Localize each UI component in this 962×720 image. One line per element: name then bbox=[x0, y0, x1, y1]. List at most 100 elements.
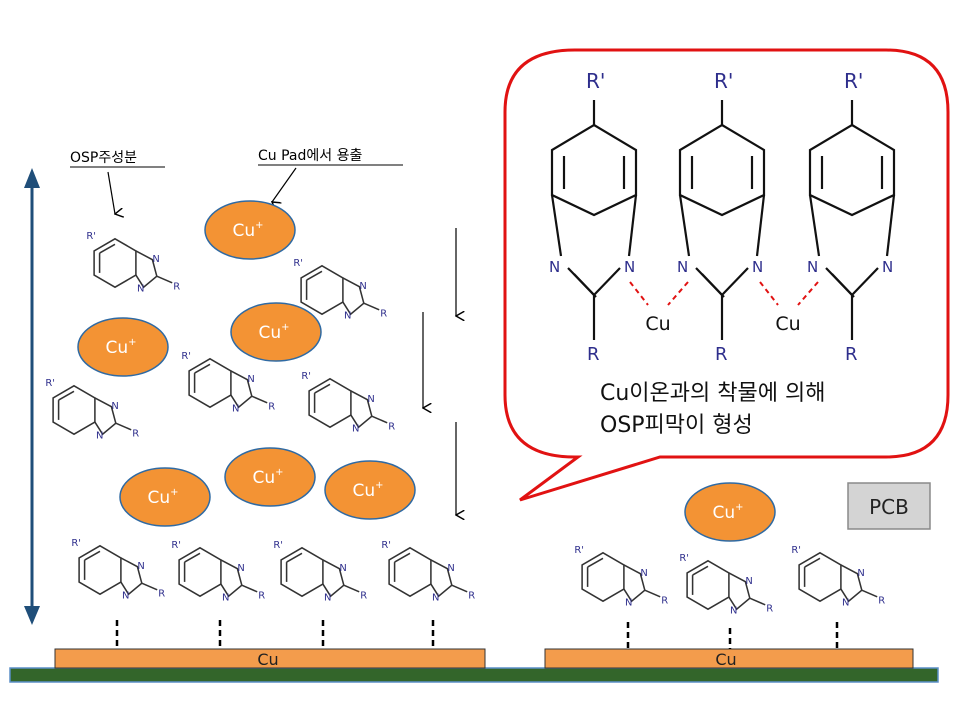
r-substituent-label: R bbox=[132, 428, 139, 439]
nitrogen-label: N bbox=[367, 394, 374, 405]
cu-ion: Cu+ bbox=[230, 302, 322, 362]
r-prime-substituent-label: R' bbox=[45, 378, 55, 389]
nitrogen-label: N bbox=[324, 593, 331, 604]
r-prime-substituent-label: R' bbox=[293, 258, 303, 269]
nitrogen-label: N bbox=[549, 258, 560, 276]
callout-cu-label: Cu bbox=[645, 313, 670, 335]
nitrogen-label: N bbox=[339, 563, 346, 574]
callout-cu-label: Cu bbox=[775, 313, 800, 335]
thickness-arrow bbox=[24, 168, 40, 625]
nitrogen-label: N bbox=[752, 258, 763, 276]
coordination-bond bbox=[629, 281, 649, 306]
r-substituent-label: R bbox=[468, 590, 475, 601]
nitrogen-label: N bbox=[237, 563, 244, 574]
r-substituent-label: R bbox=[388, 421, 395, 432]
nitrogen-label: N bbox=[432, 593, 439, 604]
cu-ion: Cu+ bbox=[119, 467, 211, 527]
r-substituent-label: R bbox=[766, 603, 773, 614]
nitrogen-label: N bbox=[352, 424, 359, 435]
osp-molecule-group: N N R R' N N R R' N N R R' N N R R' N N R R' N N R R' N N R R' N N R R'… bbox=[45, 231, 885, 617]
r-prime-substituent-label: R' bbox=[171, 540, 181, 551]
cu-dissolution-pointer bbox=[272, 167, 297, 202]
cu-ion-body bbox=[324, 460, 416, 520]
coordination-bond bbox=[759, 281, 779, 306]
osp-molecule: N N R R' bbox=[181, 351, 275, 415]
cu-dissolution-label: Cu Pad에서 용출 bbox=[258, 148, 362, 164]
cu-ion: Cu+ bbox=[204, 200, 296, 260]
nitrogen-label: N bbox=[137, 561, 144, 572]
nitrogen-label: N bbox=[359, 281, 366, 292]
nitrogen-label: N bbox=[882, 258, 893, 276]
r-prime-substituent-label: R' bbox=[181, 351, 191, 362]
cu-ion: Cu+ bbox=[224, 447, 316, 507]
pcb-label: PCB bbox=[869, 495, 909, 519]
r-substituent-label: R bbox=[380, 308, 387, 319]
callout-line-1: Cu이온과의 착물에 의해 bbox=[600, 381, 825, 406]
cu-ion: Cu+ bbox=[324, 460, 416, 520]
osp-molecule: N N R R' bbox=[86, 231, 180, 295]
nitrogen-label: N bbox=[247, 374, 254, 385]
osp-molecule: N N R R' bbox=[71, 538, 165, 602]
r-substituent-label: R bbox=[268, 401, 275, 412]
cu-pad-left bbox=[54, 648, 486, 669]
nitrogen-label: N bbox=[232, 404, 239, 415]
r-prime-substituent-label: R' bbox=[86, 231, 96, 242]
r-prime-substituent-label: R' bbox=[301, 371, 311, 382]
nitrogen-label: N bbox=[122, 591, 129, 602]
callout-bubble bbox=[503, 48, 950, 502]
cu-ion-body bbox=[224, 447, 316, 507]
callout-molecule: R' N N R bbox=[677, 69, 766, 365]
r-label: R bbox=[587, 344, 600, 365]
nitrogen-label: N bbox=[152, 254, 159, 265]
cu-ion-group: Cu+Cu+Cu+Cu+Cu+Cu+Cu+ bbox=[77, 200, 776, 542]
osp-component-label: OSP주성분 bbox=[70, 150, 137, 166]
r-substituent-label: R bbox=[661, 595, 668, 606]
cu-ion: Cu+ bbox=[77, 317, 169, 377]
r-prime-substituent-label: R' bbox=[791, 545, 801, 556]
osp-molecule: N N R R' bbox=[574, 545, 668, 609]
r-prime-substituent-label: R' bbox=[381, 540, 391, 551]
r-substituent-label: R bbox=[360, 590, 367, 601]
r-prime-substituent-label: R' bbox=[273, 540, 283, 551]
r-substituent-label: R bbox=[158, 588, 165, 599]
cu-ion-body bbox=[119, 467, 211, 527]
cu-ion-body bbox=[204, 200, 296, 260]
r-label: R bbox=[845, 344, 858, 365]
cu-pad-right-label: Cu bbox=[715, 650, 736, 669]
nitrogen-label: N bbox=[857, 568, 864, 579]
r-substituent-label: R bbox=[173, 281, 180, 292]
r-substituent-label: R bbox=[258, 590, 265, 601]
r-prime-label: R' bbox=[844, 69, 863, 93]
r-prime-substituent-label: R' bbox=[574, 545, 584, 556]
nitrogen-label: N bbox=[745, 576, 752, 587]
r-substituent-label: R bbox=[878, 595, 885, 606]
r-prime-label: R' bbox=[714, 69, 733, 93]
r-prime-label: R' bbox=[586, 69, 605, 93]
r-prime-substituent-label: R' bbox=[679, 553, 689, 564]
nitrogen-label: N bbox=[640, 568, 647, 579]
nitrogen-label: N bbox=[137, 284, 144, 295]
pcb-box bbox=[847, 482, 931, 530]
nitrogen-label: N bbox=[111, 401, 118, 412]
cu-ion-body bbox=[230, 302, 322, 362]
nitrogen-label: N bbox=[625, 598, 632, 609]
cu-pad-left-label: Cu bbox=[257, 650, 278, 669]
cu-ion-body bbox=[684, 482, 776, 542]
nitrogen-label: N bbox=[677, 258, 688, 276]
nitrogen-label: N bbox=[842, 598, 849, 609]
r-label: R bbox=[715, 344, 728, 365]
osp-molecule: N N R R' bbox=[301, 371, 395, 435]
callout-line-2: OSP피막이 형성 bbox=[600, 413, 753, 438]
pcb-board bbox=[9, 667, 939, 683]
osp-molecule: N N R R' bbox=[273, 540, 367, 604]
osp-component-pointer bbox=[107, 171, 115, 214]
r-prime-substituent-label: R' bbox=[71, 538, 81, 549]
